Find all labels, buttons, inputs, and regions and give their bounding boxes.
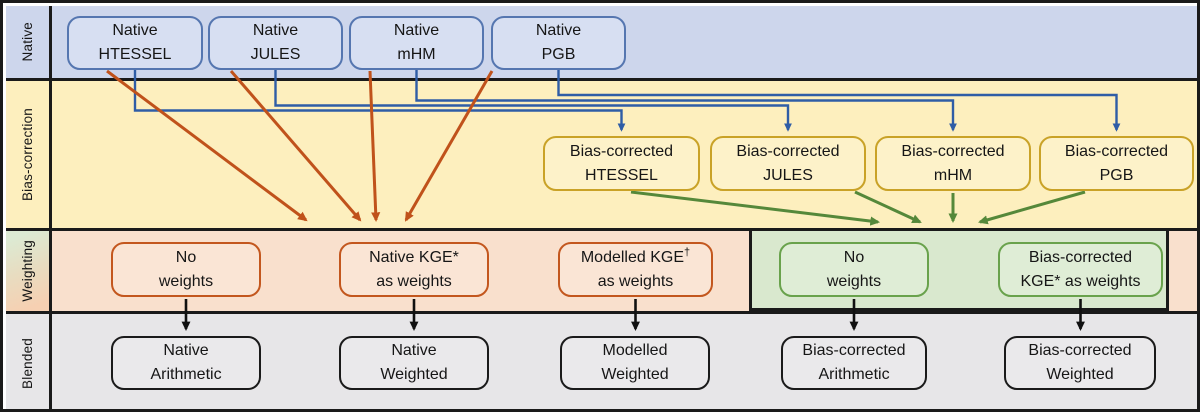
modelled-weighted-line1: Modelled bbox=[602, 342, 668, 359]
lane-label-native-text: Native bbox=[20, 22, 35, 62]
lane-label-blended-text: Blended bbox=[20, 337, 35, 389]
bc-kge-weights-box: Bias-corrected KGE* as weights bbox=[998, 242, 1163, 297]
native-pgb-line2: PGB bbox=[541, 46, 576, 63]
native-weighted-box: Native Weighted bbox=[339, 336, 489, 390]
bc-kge-line1: Bias-corrected bbox=[1028, 248, 1133, 266]
native-htessel-line2: HTESSEL bbox=[98, 46, 172, 63]
native-pgb-line1: Native bbox=[535, 22, 582, 39]
native-jules-line1: Native bbox=[252, 22, 299, 39]
lane-label-weighting: Weighting bbox=[6, 231, 49, 311]
bc-mhm-line2: mHM bbox=[933, 166, 973, 184]
bias-corrected-htessel-box: Bias-corrected HTESSEL bbox=[543, 136, 700, 191]
native-mhm-box: Native mHM bbox=[349, 16, 484, 70]
lane-label-bias-correction: Bias-correction bbox=[6, 81, 49, 228]
bias-corrected-pgb-box: Bias-corrected PGB bbox=[1039, 136, 1194, 191]
native-jules-box: Native JULES bbox=[208, 16, 343, 70]
no-weights-native-line2: weights bbox=[158, 272, 214, 290]
bc-jules-line2: JULES bbox=[763, 166, 813, 184]
no-weights-bc-line1: No bbox=[843, 248, 865, 266]
native-mhm-line2: mHM bbox=[397, 46, 436, 63]
native-weighted-line1: Native bbox=[391, 342, 437, 359]
native-arithmetic-line2: Arithmetic bbox=[150, 366, 222, 383]
native-weighted-line2: Weighted bbox=[380, 366, 448, 383]
bc-weighted-box: Bias-corrected Weighted bbox=[1004, 336, 1156, 390]
native-htessel-line1: Native bbox=[112, 22, 158, 39]
bc-htessel-line1: Bias-corrected bbox=[569, 142, 674, 160]
bc-weighted-line2: Weighted bbox=[1046, 366, 1114, 383]
modelled-kge-line1-text: Modelled KGE bbox=[580, 248, 685, 266]
bc-pgb-line1: Bias-corrected bbox=[1064, 142, 1169, 160]
bc-jules-line1: Bias-corrected bbox=[736, 142, 840, 160]
native-kge-line2: as weights bbox=[376, 272, 452, 290]
bc-mhm-line1: Bias-corrected bbox=[901, 142, 1005, 160]
modelled-weighted-line2: Weighted bbox=[601, 366, 669, 383]
lane-label-native: Native bbox=[6, 6, 49, 78]
no-weights-bc-box: No weights bbox=[779, 242, 929, 297]
lane-label-bias-text: Bias-correction bbox=[20, 107, 35, 202]
bc-htessel-line2: HTESSEL bbox=[585, 166, 658, 184]
native-kge-weights-box: Native KGE* as weights bbox=[339, 242, 489, 297]
no-weights-native-line1: No bbox=[175, 248, 197, 266]
native-jules-line2: JULES bbox=[250, 46, 301, 63]
modelled-kge-line2: as weights bbox=[597, 272, 674, 290]
native-arithmetic-box: Native Arithmetic bbox=[111, 336, 261, 390]
bc-weighted-line1: Bias-corrected bbox=[1028, 342, 1132, 359]
sidebar-divider bbox=[49, 6, 52, 409]
bc-arithmetic-line2: Arithmetic bbox=[818, 366, 890, 383]
no-weights-native-box: No weights bbox=[111, 242, 261, 297]
bias-corrected-mhm-box: Bias-corrected mHM bbox=[875, 136, 1031, 191]
lane-label-blended: Blended bbox=[6, 314, 49, 409]
native-kge-line1: Native KGE* bbox=[369, 248, 459, 266]
bc-arithmetic-line1: Bias-corrected bbox=[802, 342, 906, 359]
native-mhm-line1: Native bbox=[393, 22, 440, 39]
bias-corrected-jules-box: Bias-corrected JULES bbox=[710, 136, 866, 191]
native-arithmetic-line1: Native bbox=[163, 342, 209, 359]
bc-pgb-line2: PGB bbox=[1099, 166, 1134, 184]
modelled-kge-dagger: † bbox=[684, 246, 691, 259]
native-htessel-box: Native HTESSEL bbox=[67, 16, 203, 70]
modelled-kge-weights-box: Modelled KGE† as weights bbox=[558, 242, 713, 297]
bc-kge-line2: KGE* as weights bbox=[1020, 272, 1141, 290]
lane-label-weighting-text: Weighting bbox=[20, 240, 35, 302]
no-weights-bc-line2: weights bbox=[826, 272, 882, 290]
modelled-weighted-box: Modelled Weighted bbox=[560, 336, 710, 390]
bc-arithmetic-box: Bias-corrected Arithmetic bbox=[781, 336, 927, 390]
native-pgb-box: Native PGB bbox=[491, 16, 626, 70]
modelled-kge-line1: Modelled KGE† bbox=[581, 246, 690, 270]
